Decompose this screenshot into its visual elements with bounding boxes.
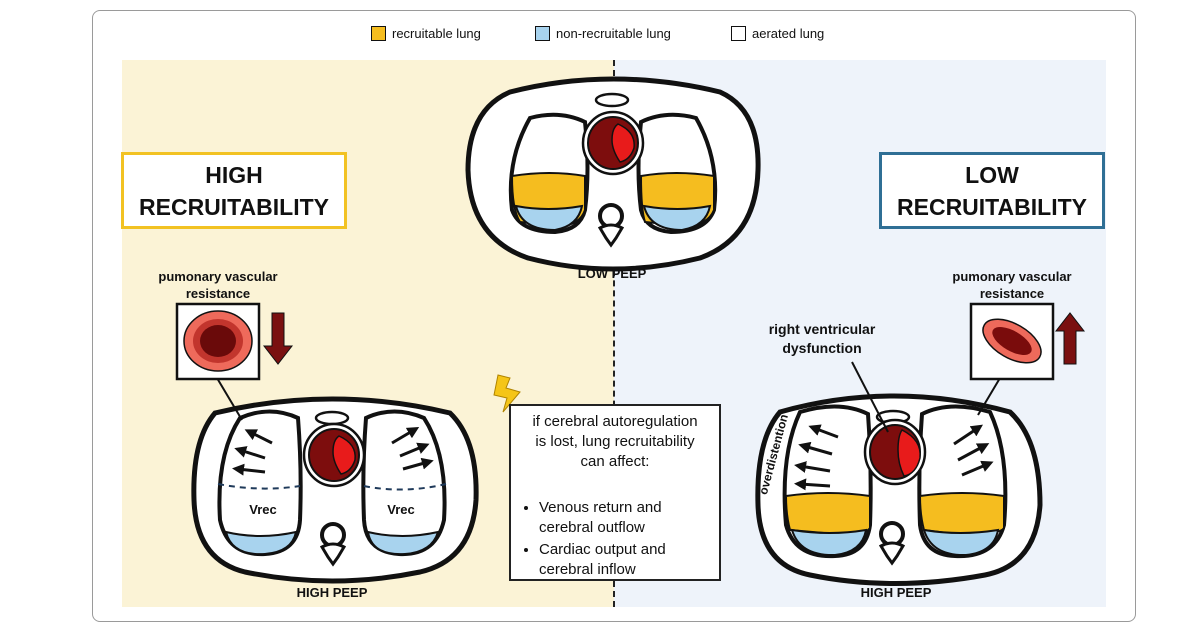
right-vessel-box — [969, 302, 1055, 381]
legend-item-recruitable: recruitable lung — [371, 26, 481, 41]
left-resistance-label: pumonary vascular resistance — [158, 269, 278, 301]
vrec-right-label: Vrec — [387, 502, 415, 517]
non-recruitable-swatch — [535, 26, 550, 41]
recruitable-swatch — [371, 26, 386, 41]
resistance-up-arrow — [1054, 312, 1086, 365]
info-title: if cerebral autoregulation is lost, lung… — [532, 413, 698, 470]
center-divider — [613, 60, 615, 607]
high-peep-thorax-right — [755, 393, 1043, 586]
legend-label: aerated lung — [752, 26, 825, 41]
vrec-left-label: Vrec — [249, 502, 277, 517]
right-resistance-label: pumonary vascular resistance — [952, 269, 1072, 301]
legend-label: non-recruitable lung — [556, 26, 671, 41]
right-high-peep-label: HIGH PEEP — [860, 585, 932, 600]
legend-item-non-recruitable: non-recruitable lung — [535, 26, 671, 41]
resistance-down-arrow — [262, 312, 294, 365]
left-high-peep-label: HIGH PEEP — [296, 585, 368, 600]
low-peep-thorax — [465, 76, 761, 272]
rv-dysfunction-label: right ventricular dysfunction — [768, 321, 876, 356]
legend-item-aerated: aerated lung — [731, 26, 824, 41]
legend-label: recruitable lung — [392, 26, 481, 41]
thorax-illustrations — [175, 76, 1086, 586]
high-peep-thorax-left — [191, 396, 479, 584]
low-peep-label: LOW PEEP — [577, 266, 647, 281]
left-vessel-box — [175, 302, 261, 381]
autoregulation-info-box: if cerebral autoregulation is lost, lung… — [509, 404, 721, 581]
aerated-swatch — [731, 26, 746, 41]
lightning-bolt-icon — [493, 374, 521, 413]
